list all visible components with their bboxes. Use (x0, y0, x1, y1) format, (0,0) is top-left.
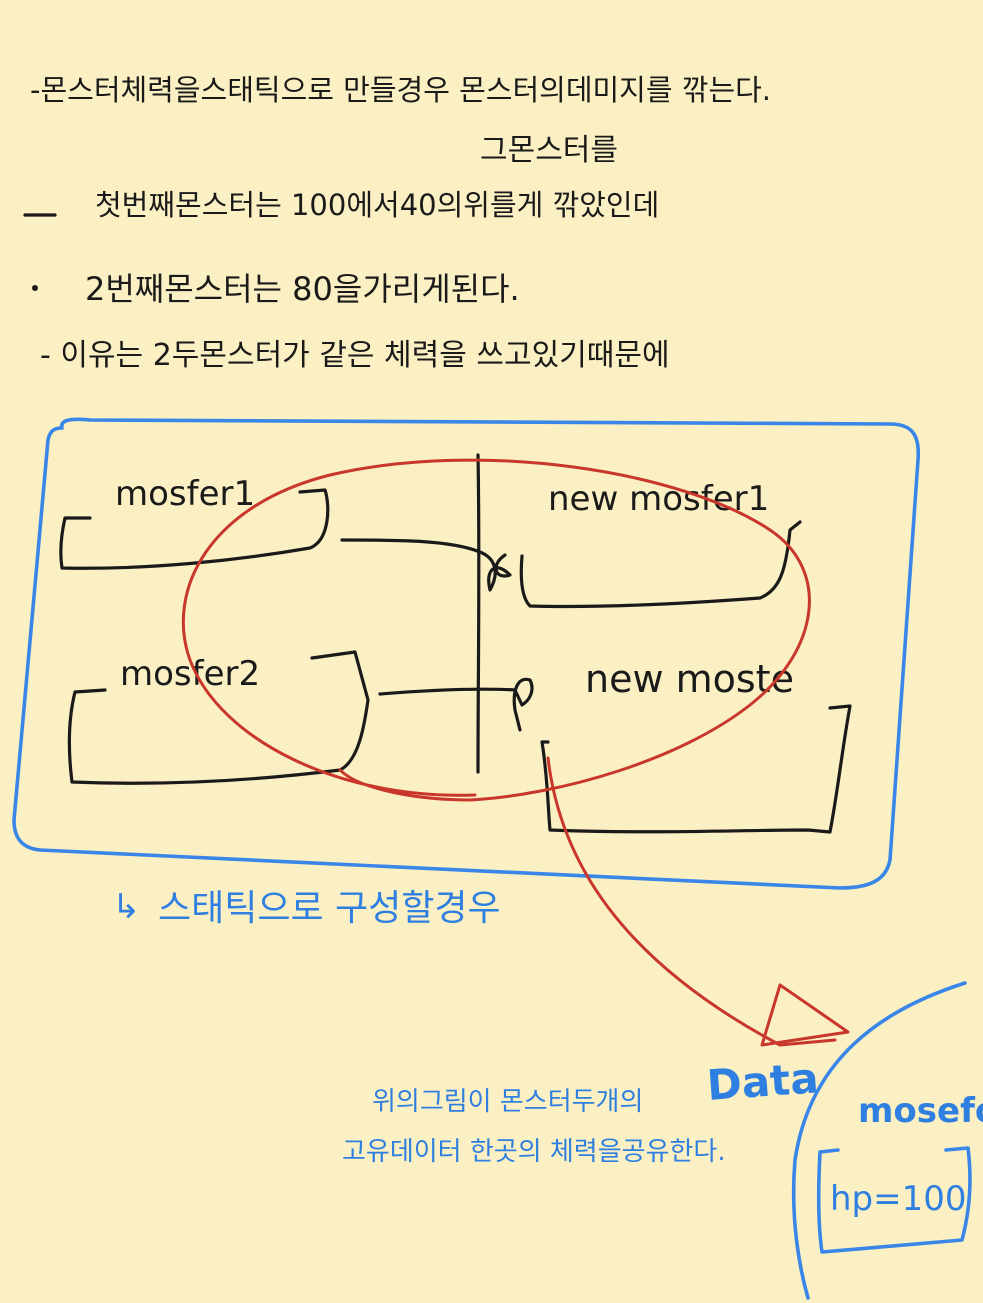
bullet-dot-2 (32, 285, 38, 291)
monster1-arrow (340, 538, 512, 592)
note-line-1b: 그몬스터를 (480, 133, 618, 168)
data-arrow (546, 756, 837, 1047)
data-monster-label: mosefo (858, 1091, 983, 1131)
data-label: Data (705, 1053, 820, 1110)
monster2-arrow (378, 677, 534, 732)
shared-state-ellipse (181, 458, 811, 802)
static-frame (12, 417, 921, 890)
monster1-label: mosfer1 (115, 474, 255, 514)
new-monster2-label: new moste (585, 657, 794, 701)
note-line-3: 2번째몬스터는 80을가리게된다. (85, 270, 520, 308)
hp-value: hp=100 (830, 1179, 967, 1219)
hp-box (816, 1146, 972, 1254)
note-line-1: -몬스터체력을스태틱으로 만들경우 몬스터의데미지를 깎는다. (30, 73, 771, 107)
new-monster2-box (540, 704, 852, 834)
shared-data-note-line2: 고유데이터 한곳의 체력을공유한다. (342, 1137, 726, 1167)
shared-data-note-line1: 위의그림이 몬스터두개의 (372, 1087, 643, 1117)
new-monster1-box (519, 520, 802, 609)
arrow-symbol: ↳ (112, 887, 141, 927)
static-caption: 스태틱으로 구성할경우 (158, 888, 501, 929)
divider-line (476, 453, 481, 774)
note-line-4: - 이유는 2두몬스터가 같은 체력을 쓰고있기때문에 (40, 338, 670, 373)
note-line-2: 첫번째몬스터는 100에서40의위를게 깎았인데 (95, 188, 659, 222)
new-monster1-label: new mosfer1 (548, 479, 769, 519)
data-memory-arc (791, 981, 967, 1300)
monster2-box (67, 650, 370, 785)
data-arrowhead (760, 983, 850, 1047)
